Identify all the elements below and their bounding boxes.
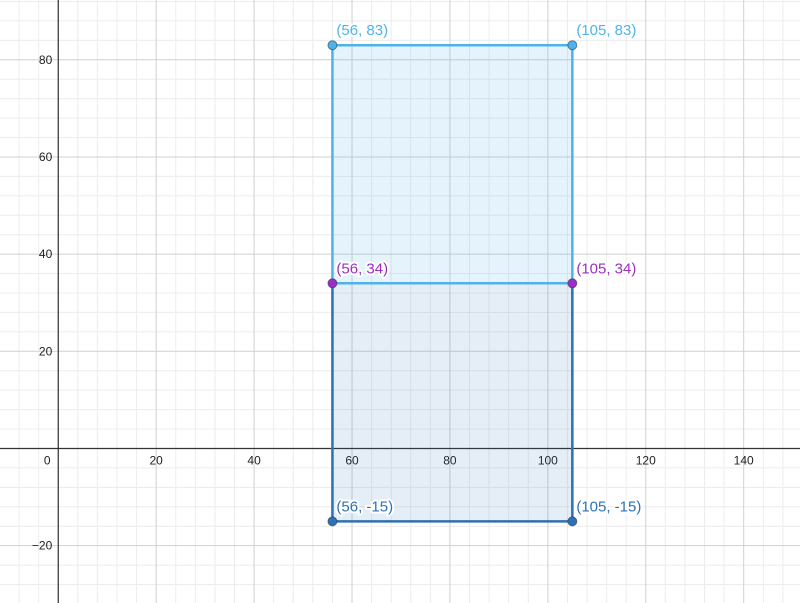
point-label: (105, 83) bbox=[576, 22, 636, 39]
points bbox=[327, 40, 578, 527]
x-tick-label: 80 bbox=[443, 453, 457, 467]
data-point bbox=[567, 516, 578, 527]
y-tick-label: −20 bbox=[32, 539, 53, 553]
data-point bbox=[567, 278, 578, 289]
y-tick-label: 60 bbox=[39, 150, 53, 164]
x-tick-label: 100 bbox=[538, 453, 558, 467]
rectangle-2 bbox=[331, 43, 574, 285]
point-label: (56, 34) bbox=[336, 260, 388, 277]
x-tick-label: 120 bbox=[636, 453, 656, 467]
point-label: (105, 34) bbox=[576, 260, 636, 277]
data-point bbox=[327, 278, 338, 289]
tick-labels: 0 20 40 60 80 100 120 140 80 60 40 20 −20 bbox=[32, 53, 754, 553]
y-tick-label: 40 bbox=[39, 247, 53, 261]
x-tick-label: 140 bbox=[734, 453, 754, 467]
point-label: (105, -15) bbox=[576, 498, 641, 515]
x-tick-label: 20 bbox=[150, 453, 164, 467]
y-tick-label: 80 bbox=[39, 53, 53, 67]
data-point bbox=[327, 516, 338, 527]
x-tick-label: 0 bbox=[44, 453, 51, 467]
x-tick-label: 60 bbox=[345, 453, 359, 467]
data-point bbox=[327, 40, 338, 51]
y-tick-label: 20 bbox=[39, 344, 53, 358]
point-label: (56, -15) bbox=[336, 498, 393, 515]
x-tick-label: 40 bbox=[247, 453, 261, 467]
rectangle-1 bbox=[331, 282, 574, 523]
point-label: (56, 83) bbox=[336, 22, 388, 39]
rectangles bbox=[331, 43, 574, 523]
point-labels: (56, -15) (105, -15) (105, 83) (56, 83) (56,… bbox=[334, 20, 643, 517]
data-point bbox=[567, 40, 578, 51]
